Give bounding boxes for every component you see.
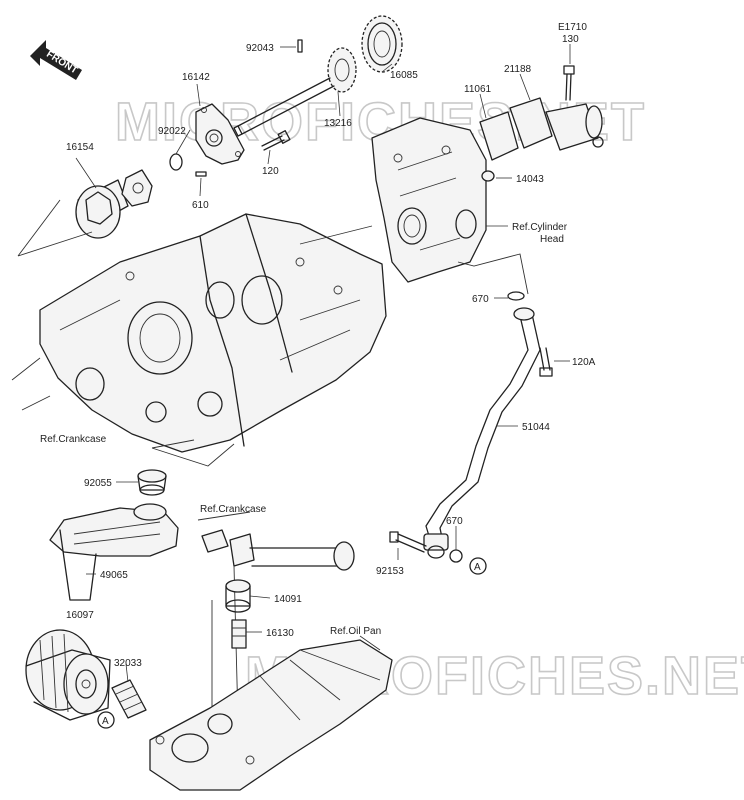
label-14091: 14091 xyxy=(274,594,302,605)
pin-92043-icon xyxy=(297,39,303,53)
washer-14043-icon xyxy=(481,170,495,182)
label-92055: 92055 xyxy=(84,478,112,489)
label-16085: 16085 xyxy=(390,70,418,81)
front-arrow-icon: FRONT xyxy=(30,40,82,80)
bolt-120-icon xyxy=(261,130,291,151)
label-120a: 120A xyxy=(572,357,596,368)
oil-pipe-51044-icon xyxy=(423,307,541,559)
pump-cover-16142-icon xyxy=(195,103,245,165)
oil-filter-16097-icon xyxy=(25,629,111,721)
label-13216: 13216 xyxy=(324,118,352,129)
bolt-130-icon xyxy=(563,65,575,101)
label-92043: 92043 xyxy=(246,43,274,54)
callout-a-right-text: A xyxy=(474,562,481,573)
label-92153: 92153 xyxy=(376,566,404,577)
gasket-11061-icon xyxy=(479,111,519,161)
pin-610-icon xyxy=(195,171,207,177)
bolt-92153-icon xyxy=(389,531,427,553)
label-670-top: 670 xyxy=(472,294,489,305)
o-ring-670-top-icon xyxy=(507,291,525,301)
callout-a-left: A xyxy=(97,711,115,729)
oil-housing-21188-icon xyxy=(509,97,604,151)
collar-14091-icon xyxy=(225,579,251,613)
label-610: 610 xyxy=(192,200,209,211)
plug-ref-lines xyxy=(151,439,235,467)
crankcase-ref-lines xyxy=(11,225,373,411)
rotor-guide-lines xyxy=(17,199,93,257)
label-ref-cylinder-head: Head xyxy=(540,234,564,245)
label-32033: 32033 xyxy=(114,658,142,669)
label-16130: 16130 xyxy=(266,628,294,639)
callout-a-left-text: A xyxy=(102,716,109,727)
relief-valve-16130-icon xyxy=(231,619,247,649)
cylinder-head-icon xyxy=(371,117,487,283)
callout-a-right: A xyxy=(469,557,487,575)
label-670-bottom: 670 xyxy=(446,516,463,527)
oil-strainer-49065-icon xyxy=(49,503,179,601)
oil-pan-icon xyxy=(149,639,393,791)
label-49065: 49065 xyxy=(100,570,128,581)
label-16097: 16097 xyxy=(66,610,94,621)
label-ref-oil-pan: Ref.Oil Pan xyxy=(330,626,381,637)
union-32033-icon xyxy=(111,679,147,719)
label-21188: 21188 xyxy=(504,64,532,75)
label-130: 130 xyxy=(562,34,579,45)
rotor-set-16154-icon xyxy=(75,169,153,239)
crankcase-icon xyxy=(39,213,387,453)
label-120: 120 xyxy=(262,166,279,177)
label-16142: 16142 xyxy=(182,72,210,83)
label-e1710: E1710 xyxy=(558,22,587,33)
o-ring-92022-icon xyxy=(169,153,183,171)
bolt-120a-icon xyxy=(539,347,553,377)
label-51044: 51044 xyxy=(522,422,550,433)
o-ring-670-bottom-icon xyxy=(449,549,463,563)
leader-lines xyxy=(75,44,571,683)
oil-pump-shaft-13216-icon xyxy=(233,47,357,137)
part-labels: E1710 130 92043 21188 16142 11061 16085 … xyxy=(40,22,596,669)
cyl-head-bracket xyxy=(457,253,529,295)
label-ref-cylinder: Ref.Cylinder xyxy=(512,222,568,233)
plug-92055-icon xyxy=(137,469,167,496)
label-14043: 14043 xyxy=(516,174,544,185)
label-ref-crankcase-center: Ref.Crankcase xyxy=(200,504,267,515)
label-ref-crankcase-left: Ref.Crankcase xyxy=(40,434,107,445)
label-11061: 11061 xyxy=(464,84,492,95)
label-92022: 92022 xyxy=(158,126,186,137)
label-16154: 16154 xyxy=(66,142,94,153)
gear-16085-icon xyxy=(361,15,403,73)
